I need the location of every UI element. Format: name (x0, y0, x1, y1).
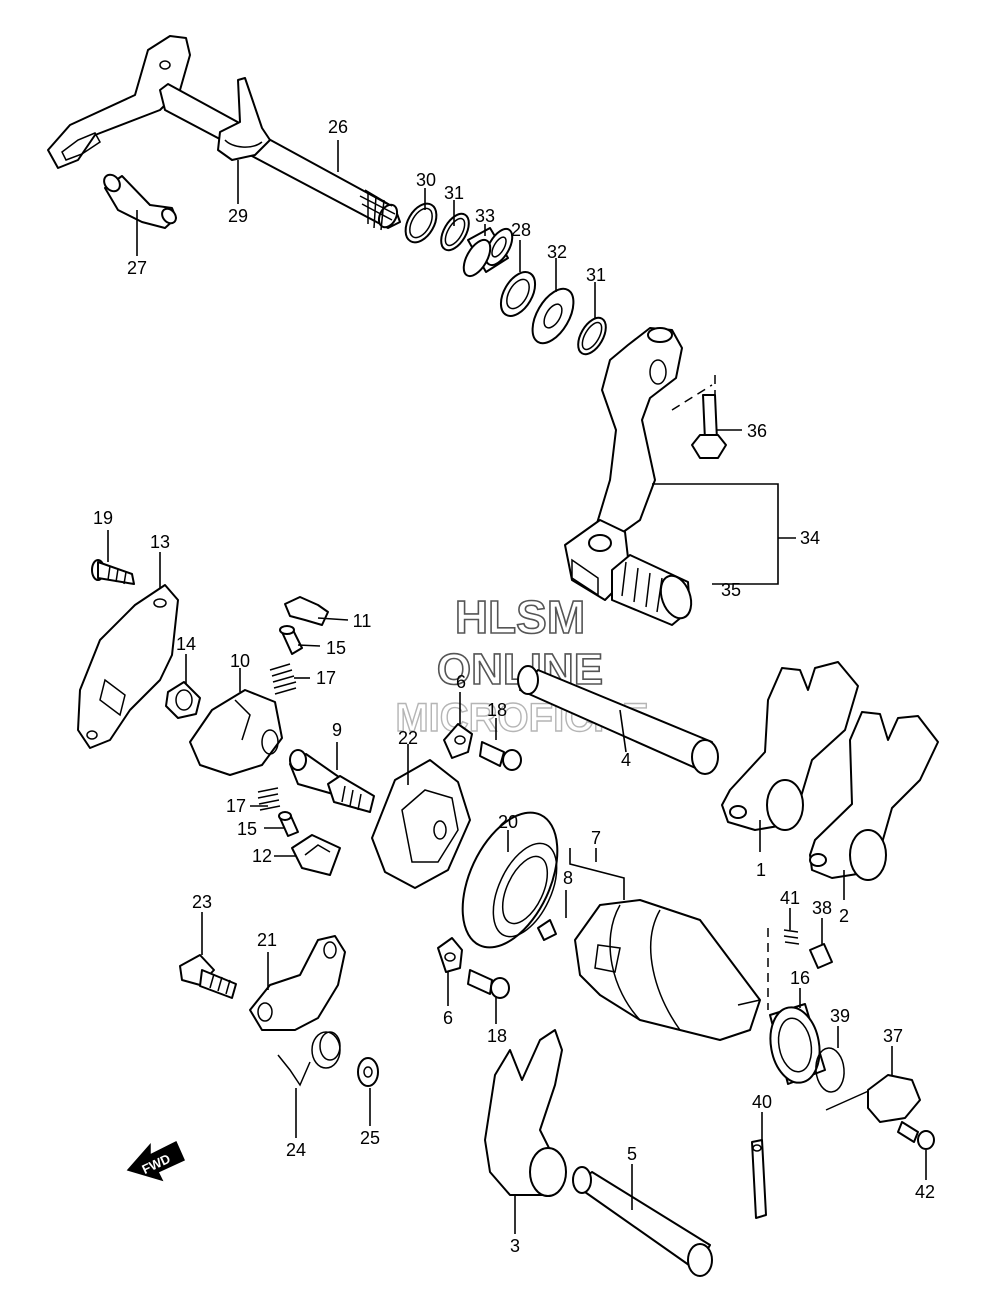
callout-6-upper: 6 (456, 672, 466, 692)
callout-15-upper: 15 (326, 638, 346, 658)
callout-33: 33 (475, 206, 495, 226)
callout-5: 5 (627, 1144, 637, 1164)
part-15-pin-b (278, 811, 299, 837)
callout-28: 28 (511, 220, 531, 240)
part-5-fork-shaft (572, 1166, 713, 1277)
callout-16: 16 (790, 968, 810, 988)
callout-30: 30 (416, 170, 436, 190)
fwd-direction-arrow: FWD (126, 1140, 185, 1182)
part-16-bearing (769, 1003, 826, 1085)
callout-42: 42 (915, 1182, 935, 1202)
part-6-plate-b (437, 937, 463, 973)
callout-labels: 1 2 3 4 5 6 6 7 8 9 10 11 12 13 14 15 15… (93, 117, 935, 1256)
part-37-sensor (825, 1074, 921, 1123)
part-2-shift-fork (809, 711, 939, 881)
part-28-oil-seal (499, 271, 537, 317)
watermark-line-1: HLSM (455, 591, 585, 643)
part-12-pawl (291, 834, 341, 876)
callout-20: 20 (498, 812, 518, 832)
part-27-pin (103, 173, 177, 229)
callout-37: 37 (883, 1026, 903, 1046)
callout-39: 39 (830, 1006, 850, 1026)
callout-1: 1 (756, 860, 766, 880)
callout-32: 32 (547, 242, 567, 262)
callout-4: 4 (621, 750, 631, 770)
part-8-pin (537, 919, 557, 941)
callout-26: 26 (328, 117, 348, 137)
callout-38: 38 (812, 898, 832, 918)
part-20-bearing (461, 811, 559, 949)
part-31-circlip-a (440, 212, 470, 252)
part-35-rubber-grip (611, 554, 693, 626)
callout-29: 29 (228, 206, 248, 226)
part-24-spring (277, 1031, 341, 1087)
callout-25: 25 (360, 1128, 380, 1148)
callout-31-lower: 31 (586, 265, 606, 285)
part-7-gearshift-cam (574, 899, 761, 1041)
part-41-screw (783, 929, 800, 945)
callout-41: 41 (780, 888, 800, 908)
part-14-bushing (165, 681, 201, 719)
callout-31-upper: 31 (444, 183, 464, 203)
callout-14: 14 (176, 634, 196, 654)
callout-8: 8 (563, 868, 573, 888)
part-13-stopper-plate (77, 584, 179, 749)
part-15-pin-a (279, 625, 303, 655)
part-6-plate-a (443, 723, 473, 759)
part-1-shift-fork (721, 661, 859, 831)
part-4-fork-shaft (517, 665, 719, 775)
part-11-pawl (284, 596, 329, 626)
part-19-screw (91, 559, 135, 585)
part-23-bolt (179, 954, 237, 999)
part-17-spring-a (269, 663, 297, 695)
part-33-needle-bearing (462, 227, 514, 278)
callout-15-lower: 15 (237, 819, 257, 839)
part-9-shaft-pin (289, 749, 375, 813)
callout-12: 12 (252, 846, 272, 866)
callout-6-lower: 6 (443, 1008, 453, 1028)
callout-17-lower: 17 (226, 796, 246, 816)
part-25-washer (357, 1057, 379, 1087)
callout-27: 27 (127, 258, 147, 278)
part-31-circlip-b (577, 316, 607, 356)
lever-bolt-dashline (671, 375, 716, 411)
part-18-screw-a (479, 741, 522, 771)
part-26-gearshift-shaft (47, 35, 401, 231)
part-32-washer (531, 287, 575, 345)
callout-40: 40 (752, 1092, 772, 1112)
part-36-bolt (691, 394, 727, 459)
callout-22: 22 (398, 728, 418, 748)
part-39-o-ring (815, 1047, 845, 1093)
callout-11: 11 (353, 611, 372, 631)
part-10-cam-guide (189, 689, 283, 776)
callout-19: 19 (93, 508, 113, 528)
callout-17-upper: 17 (316, 668, 336, 688)
callout-9: 9 (332, 720, 342, 740)
callout-23: 23 (192, 892, 212, 912)
callout-18-upper: 18 (487, 700, 507, 720)
leader-lines (107, 140, 927, 1234)
part-34-gearshift-lever (564, 327, 683, 601)
part-21-stopper-arm (249, 935, 346, 1031)
part-42-bolt (897, 1121, 935, 1150)
part-3-shift-fork (484, 1029, 567, 1197)
callout-13: 13 (150, 532, 170, 552)
part-18-screw-b (467, 969, 510, 999)
callout-7: 7 (591, 828, 601, 848)
callout-24: 24 (286, 1140, 306, 1160)
callout-35: 35 (721, 580, 741, 600)
part-17-spring-b (257, 787, 281, 811)
callout-2: 2 (839, 906, 849, 926)
part-30-washer (404, 202, 438, 244)
callout-3: 3 (510, 1236, 520, 1256)
callout-18-lower: 18 (487, 1026, 507, 1046)
callout-21: 21 (257, 930, 277, 950)
callout-10: 10 (230, 651, 250, 671)
callout-36: 36 (747, 421, 767, 441)
callout-34: 34 (800, 528, 820, 548)
part-40-clamp (751, 1139, 767, 1219)
part-38-pin (809, 943, 833, 969)
part-22-cam-driven-gear (371, 759, 471, 889)
